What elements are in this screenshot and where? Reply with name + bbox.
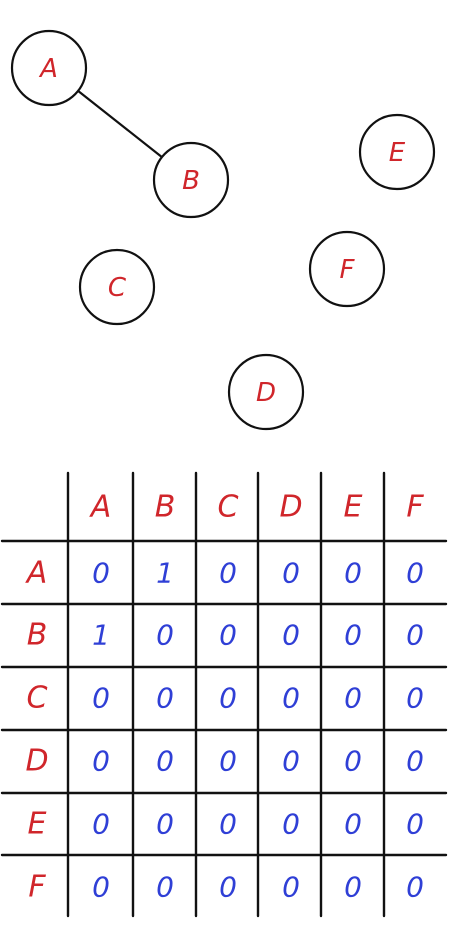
matrix-cell: 0 <box>156 682 174 715</box>
matrix-cell: 0 <box>156 745 174 778</box>
node-label: F <box>340 255 356 285</box>
row-header-e: E <box>28 807 47 842</box>
matrix-cell: 1 <box>156 557 174 590</box>
matrix-cell: 0 <box>406 557 424 590</box>
matrix-cell: 0 <box>406 808 424 841</box>
matrix-cell: 0 <box>92 871 110 904</box>
node-c: C <box>78 248 156 326</box>
matrix-cell: 0 <box>92 557 110 590</box>
node-label: C <box>108 273 127 303</box>
node-circle <box>78 248 156 326</box>
matrix-cell: 0 <box>156 808 174 841</box>
matrix-cell: 0 <box>406 871 424 904</box>
node-f: F <box>308 230 386 308</box>
node-d: D <box>227 353 305 431</box>
node-circle <box>358 113 436 191</box>
graph-edges <box>76 89 164 159</box>
matrix-cell: 0 <box>282 619 300 652</box>
node-circle <box>10 29 88 107</box>
matrix-cell: 0 <box>344 557 362 590</box>
matrix-cell: 0 <box>92 682 110 715</box>
matrix-cell: 0 <box>344 745 362 778</box>
adjacency-matrix-grid <box>0 471 448 918</box>
node-label: B <box>182 166 200 196</box>
matrix-cell: 0 <box>282 557 300 590</box>
column-header-b: B <box>155 490 176 525</box>
node-label: A <box>38 54 58 84</box>
matrix-cell: 0 <box>219 871 237 904</box>
node-e: E <box>358 113 436 191</box>
row-header-f: F <box>28 870 46 905</box>
row-header-c: C <box>27 681 48 716</box>
matrix-cell: 0 <box>406 745 424 778</box>
matrix-cell: 0 <box>344 808 362 841</box>
matrix-cell: 0 <box>156 619 174 652</box>
node-b: B <box>152 141 230 219</box>
row-header-d: D <box>25 744 48 779</box>
edge-a-b <box>76 89 164 159</box>
node-circle <box>227 353 305 431</box>
matrix-cell: 0 <box>156 871 174 904</box>
node-a: A <box>10 29 88 107</box>
column-header-c: C <box>218 490 239 525</box>
matrix-cell: 0 <box>344 682 362 715</box>
graph-nodes: A B C D E F <box>10 29 436 431</box>
node-circle <box>308 230 386 308</box>
matrix-cell: 0 <box>92 808 110 841</box>
node-label: E <box>389 138 406 168</box>
row-header-b: B <box>27 618 48 653</box>
matrix-cell: 0 <box>219 745 237 778</box>
matrix-cell: 0 <box>219 557 237 590</box>
matrix-cell: 0 <box>219 619 237 652</box>
matrix-cell: 0 <box>282 745 300 778</box>
column-header-e: E <box>344 490 363 525</box>
column-header-d: D <box>279 490 302 525</box>
matrix-cell: 0 <box>344 619 362 652</box>
column-header-f: F <box>406 490 424 525</box>
matrix-cell: 1 <box>92 619 110 652</box>
matrix-cell: 0 <box>282 682 300 715</box>
matrix-cell: 0 <box>406 682 424 715</box>
matrix-cell: 0 <box>219 808 237 841</box>
matrix-cell: 0 <box>219 682 237 715</box>
matrix-cell: 0 <box>282 808 300 841</box>
matrix-cell: 0 <box>92 745 110 778</box>
node-label: D <box>256 378 276 408</box>
matrix-cell: 0 <box>344 871 362 904</box>
matrix-cell: 0 <box>406 619 424 652</box>
node-circle <box>152 141 230 219</box>
column-header-a: A <box>89 490 112 525</box>
row-header-a: A <box>25 556 48 591</box>
matrix-cell: 0 <box>282 871 300 904</box>
